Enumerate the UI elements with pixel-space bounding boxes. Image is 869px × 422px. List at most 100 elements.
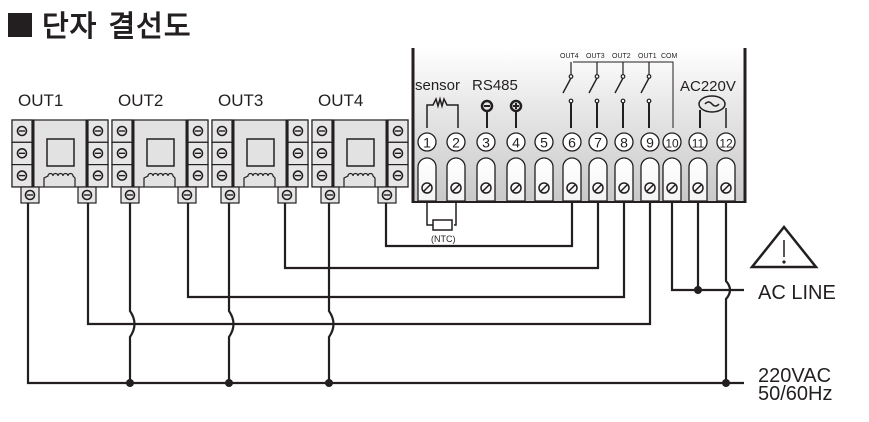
screw-terminal-icon — [192, 148, 204, 159]
terminal-number-circle — [640, 132, 660, 152]
terminal-12: 12 — [716, 132, 736, 202]
terminal-8: 8 — [614, 132, 634, 202]
terminal-number-circle — [662, 132, 682, 152]
terminal-number-circle — [506, 132, 526, 152]
terminal-number-circle — [562, 132, 582, 152]
wire-common-bus — [26, 203, 744, 385]
relay-socket-out1: OUT1 — [11, 91, 109, 204]
wire-t12 — [724, 203, 732, 383]
ntc-label: (NTC) — [431, 234, 456, 244]
screw-icon — [538, 182, 550, 194]
warning-triangle-icon — [749, 224, 819, 269]
terminal-slot — [588, 157, 608, 202]
screw-icon — [566, 182, 578, 194]
junction-dot — [126, 379, 134, 387]
screw-terminal-icon — [16, 125, 28, 137]
supply-voltage-label: 220VAC — [758, 365, 831, 387]
relay-contact-icon — [588, 62, 600, 128]
junction-dots — [126, 286, 730, 387]
ac-line-label: AC LINE — [758, 282, 836, 304]
title-text: 단자 결선도 — [42, 9, 192, 43]
terminal-number: 10 — [665, 137, 679, 151]
screw-terminal-icon — [116, 148, 128, 159]
screw-terminal-icon — [92, 148, 104, 159]
screw-terminal-icon — [292, 148, 304, 159]
screw-terminal-icon — [192, 125, 204, 137]
terminal-number: 8 — [620, 135, 628, 151]
screw-terminal-icon — [392, 125, 404, 137]
relay-window — [146, 138, 175, 167]
junction-dot — [694, 286, 702, 294]
screw-terminal-icon — [92, 170, 104, 181]
screw-terminal-icon — [92, 125, 104, 137]
screw-terminal-icon — [316, 148, 328, 159]
relay-switch-label: COM — [661, 53, 678, 60]
diagram-title: 단자 결선도 — [8, 6, 192, 43]
terminal-number-circle — [534, 132, 554, 152]
terminal-number: 5 — [540, 135, 548, 151]
screw-terminal-icon — [292, 170, 304, 181]
wire-out3-left — [227, 203, 235, 383]
ac-source-icon — [698, 95, 727, 128]
relay-switch-label: OUT4 — [560, 53, 579, 60]
wire-out4-t6 — [384, 203, 574, 248]
title-square-icon — [8, 13, 32, 37]
terminal-7: 7 — [588, 132, 608, 202]
screw-terminal-icon — [216, 170, 228, 181]
terminal-6: 6 — [562, 132, 582, 202]
screw-terminal-icon — [116, 170, 128, 181]
terminal-slot — [688, 157, 708, 202]
coil-icon — [143, 172, 176, 187]
screw-terminal-icon — [216, 148, 228, 159]
wire-out3-t7 — [283, 203, 600, 270]
terminal-number-circle — [716, 132, 736, 152]
terminal-4: 4 — [506, 132, 526, 202]
screw-terminal-icon — [292, 125, 304, 137]
terminal-number-circle — [688, 132, 708, 152]
terminal-number: 12 — [719, 137, 733, 151]
terminal-number: 1 — [423, 135, 431, 151]
screw-icon — [618, 182, 630, 194]
relay-socket-out3: OUT3 — [211, 91, 309, 204]
terminal-slot — [417, 157, 437, 202]
relay-socket-out4: OUT4 — [311, 91, 409, 204]
screw-terminal-icon — [324, 189, 336, 201]
supply-frequency-label: 50/60Hz — [758, 383, 833, 405]
sensor-resistor-symbol — [426, 96, 459, 128]
screw-terminal-icon — [124, 189, 136, 201]
terminal-slot — [640, 157, 660, 202]
screw-icon — [421, 182, 433, 194]
terminal-slot — [506, 157, 526, 202]
terminal-number-circle — [588, 132, 608, 152]
terminal-2: 2 — [446, 132, 466, 202]
screw-terminal-icon — [16, 148, 28, 159]
terminal-3: 3 — [476, 132, 496, 202]
rs485-label: RS485 — [472, 77, 518, 94]
terminal-number: 11 — [692, 137, 705, 151]
wire-out2-left — [128, 203, 136, 383]
terminal-9: 9 — [640, 132, 660, 202]
relay-contact-icon — [562, 62, 574, 128]
coil-icon — [343, 172, 376, 187]
screw-icon — [666, 182, 678, 194]
relay-switch-label: OUT1 — [638, 53, 657, 60]
relay-contact-icon — [614, 62, 626, 128]
rs485-plus-icon — [509, 99, 523, 128]
screw-icon — [692, 182, 704, 194]
terminal-slot — [662, 157, 682, 202]
terminal-number-circle — [614, 132, 634, 152]
terminal-1: 1 — [417, 132, 437, 202]
screw-terminal-icon — [316, 170, 328, 181]
terminal-number-circle — [417, 132, 437, 152]
screw-icon — [720, 182, 732, 194]
relay-label: OUT4 — [318, 91, 363, 110]
relay-switch-label: OUT3 — [586, 53, 605, 60]
relay-contact-icon — [640, 62, 652, 128]
screw-icon — [480, 182, 492, 194]
wire-ac-line — [670, 203, 744, 292]
terminal-number: 2 — [452, 135, 460, 151]
ntc-thermistor — [432, 219, 453, 231]
junction-dot — [722, 379, 730, 387]
terminal-slot — [562, 157, 582, 202]
